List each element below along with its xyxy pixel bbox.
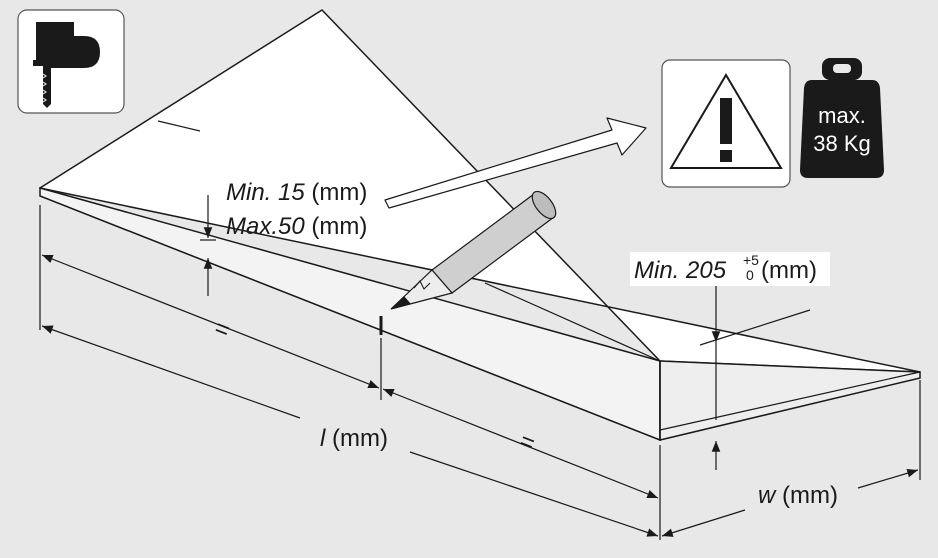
- length-unit: (mm): [325, 425, 388, 452]
- thickness-min-label: Min. 15 (mm): [226, 179, 367, 206]
- height-unit: (mm): [761, 257, 817, 284]
- full-length-dim-a: [41, 325, 301, 419]
- thickness-min-unit: (mm): [305, 179, 368, 206]
- height-tolerance-upper: +5: [743, 252, 759, 268]
- width-label: w (mm): [758, 482, 838, 509]
- thickness-max-unit: (mm): [305, 213, 368, 240]
- length-label: l (mm): [320, 425, 388, 452]
- height-value: Min. 205: [634, 257, 727, 284]
- weight-label-line2: 38 Kg: [813, 131, 871, 156]
- full-length-dim-b: [409, 451, 659, 537]
- thickness-min-value: Min. 15: [226, 179, 305, 206]
- board-depth-line: [659, 371, 921, 431]
- length-variable: l: [320, 425, 326, 452]
- half-length-dim-left: [41, 254, 380, 389]
- equal-mark-right: =: [516, 427, 539, 457]
- height-label: Min. 205: [634, 257, 727, 284]
- width-unit: (mm): [775, 482, 838, 509]
- board-guide-line-mid: [484, 282, 661, 362]
- hollow-pointer-arrow: [384, 117, 647, 209]
- width-dimension: [661, 380, 921, 537]
- half-length-dim-right: [382, 388, 659, 499]
- weight-label-line1: max.: [818, 103, 866, 128]
- warning-triangle-icon: [661, 59, 791, 188]
- width-dim-b: [857, 468, 919, 489]
- length-dimension: [39, 205, 661, 540]
- weight-icon: max. 38 Kg: [800, 58, 884, 178]
- pencil-icon: [390, 190, 557, 310]
- jigsaw-icon: [17, 9, 125, 114]
- thickness-max-label: Max.50 (mm): [226, 213, 367, 240]
- width-variable: w: [758, 482, 777, 509]
- width-dim-a: [661, 509, 746, 537]
- height-tolerance-lower: 0: [746, 267, 754, 283]
- height-label-background: [630, 252, 830, 286]
- thickness-max-value: Max.50: [226, 213, 305, 240]
- thickness-dimension: [200, 195, 216, 296]
- board-guide-line-left: [157, 120, 201, 132]
